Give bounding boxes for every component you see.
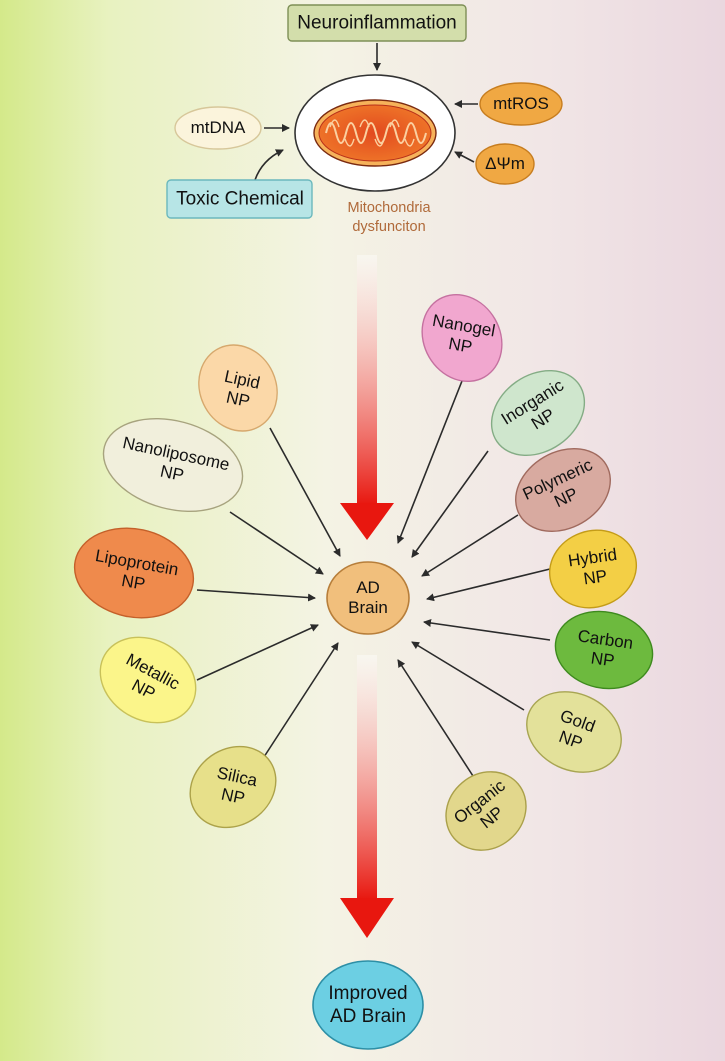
arrow-lipoprotein	[196, 589, 316, 602]
neuroinflammation-label: Neuroinflammation	[297, 12, 457, 34]
arrow-toxic-chemical	[254, 149, 284, 181]
improved-ad-brain-label: Improved AD Brain	[328, 983, 408, 1027]
improved-ad-brain-ellipse	[312, 960, 424, 1050]
metallic-np-ellipse	[99, 636, 197, 724]
mtdna-label: mtDNA	[190, 118, 246, 137]
arrow-silica	[261, 642, 339, 761]
polymeric-np-ellipse	[515, 447, 611, 533]
gold-np-ellipse	[526, 691, 622, 773]
silica-np-label: Silica NP	[215, 763, 260, 809]
arrow-metallic	[196, 624, 319, 681]
arrow-carbon	[423, 619, 551, 641]
arrow-gold	[411, 641, 525, 711]
arrow-nanogel	[396, 380, 463, 544]
delta-psi-label: ΔΨm	[485, 154, 525, 173]
big-arrow-top	[340, 255, 394, 540]
arrow-nanoliposome	[229, 511, 324, 575]
arrow-polymeric	[421, 514, 519, 577]
arrow-delta-psi	[454, 151, 475, 163]
arrow-hybrid	[426, 568, 551, 602]
lipoprotein-np-ellipse	[73, 527, 195, 619]
lipid-np-ellipse	[198, 344, 278, 432]
toxic-chemical-label: Toxic Chemical	[176, 188, 304, 210]
delta-psi-ellipse	[475, 143, 535, 185]
inorganic-np-ellipse	[490, 369, 586, 457]
hybrid-np-ellipse	[548, 529, 638, 609]
hybrid-np-label: Hybrid NP	[566, 544, 619, 589]
ad-brain-ellipse	[326, 561, 410, 635]
neuroinflammation-box	[287, 4, 467, 42]
np-arrows	[196, 380, 551, 777]
carbon-np-label: Carbon NP	[576, 626, 635, 671]
mtdna-ellipse	[174, 106, 262, 150]
carbon-np-ellipse	[554, 610, 654, 690]
arrow-lipid	[269, 427, 341, 557]
organic-np-ellipse	[445, 771, 527, 851]
mitochondria-caption: Mitochondria dysfunciton	[347, 200, 431, 235]
mtros-ellipse	[479, 82, 563, 126]
arrow-organic	[397, 659, 474, 777]
silica-np-ellipse	[189, 745, 277, 829]
arrow-inorganic	[411, 450, 489, 558]
nanoliposome-np-ellipse	[102, 417, 244, 513]
ad-brain-label: AD Brain	[348, 578, 388, 617]
mitochondria-illustration	[294, 74, 456, 192]
mtros-label: mtROS	[493, 94, 549, 113]
toxic-chemical-box	[166, 179, 313, 219]
big-arrow-bottom	[340, 655, 394, 938]
nanogel-np-ellipse	[421, 293, 503, 383]
